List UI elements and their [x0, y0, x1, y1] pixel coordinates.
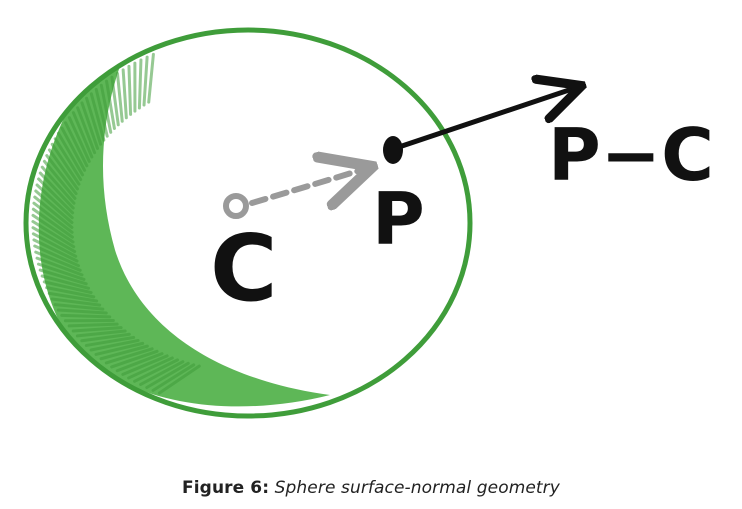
shading-stroke — [56, 308, 108, 315]
shading-stroke — [32, 238, 79, 263]
shading-stroke — [137, 58, 143, 110]
shading-stroke — [35, 256, 84, 277]
sphere-outline — [23, 27, 473, 419]
shading-stroke — [76, 106, 97, 155]
center-to-point-vector — [249, 168, 368, 203]
shading-stroke — [34, 250, 82, 272]
shading-stroke — [71, 326, 123, 333]
shading-stroke — [42, 280, 93, 295]
figure-caption: Figure 6: Sphere surface-normal geometry — [0, 478, 742, 498]
shading-stroke — [110, 349, 159, 369]
shading-stroke — [89, 92, 106, 142]
shading-stroke — [37, 262, 86, 281]
shading-stroke — [127, 64, 133, 116]
caption-label: Figure 6: — [182, 478, 270, 498]
shading-stroke — [60, 313, 112, 319]
shading-stroke — [31, 207, 74, 239]
shading-stroke — [42, 159, 77, 200]
shading-stroke — [105, 79, 116, 131]
caption-text: Sphere surface-normal geometry — [274, 478, 560, 498]
shading-stroke — [50, 142, 81, 186]
shading-stroke — [53, 137, 83, 181]
center-label: C — [210, 215, 278, 322]
shading-stroke — [94, 341, 145, 356]
shading-stroke — [35, 183, 74, 220]
shading-stroke — [142, 55, 149, 107]
shading-stroke — [31, 220, 76, 249]
shading-stroke — [151, 363, 196, 392]
shading-stroke — [85, 96, 103, 146]
shading-stroke — [94, 87, 109, 138]
center-point-marker — [223, 193, 249, 219]
shading-stroke — [104, 347, 154, 365]
sphere-normal-diagram: C P P−C — [23, 27, 714, 419]
shading-stroke — [37, 177, 75, 215]
shading-stroke — [64, 121, 89, 168]
shading-stroke — [145, 361, 190, 390]
shading-stroke — [34, 189, 74, 225]
shading-stroke — [33, 195, 74, 229]
shading-stroke — [71, 111, 94, 159]
shading-stroke — [157, 364, 201, 395]
shading-stroke — [31, 213, 75, 244]
shading-stroke — [38, 268, 88, 286]
surface-point-marker — [383, 136, 403, 164]
shading-stroke — [121, 68, 128, 120]
shading-stroke — [80, 101, 100, 150]
shading-stroke — [67, 116, 91, 163]
shading-stroke — [40, 274, 91, 290]
shading-stroke — [47, 148, 79, 191]
normal-vector — [393, 87, 578, 151]
surface-point-label: P — [372, 177, 425, 261]
shading-stroke — [121, 354, 169, 376]
shading-stroke — [31, 232, 78, 258]
shading-stroke — [33, 244, 81, 268]
shading-stroke — [115, 71, 124, 123]
shading-stroke — [45, 154, 78, 196]
shading-stroke — [110, 75, 120, 127]
shading-stroke — [75, 329, 127, 338]
shading-stroke — [40, 165, 76, 205]
normal-label: P−C — [548, 113, 714, 197]
shading-stroke — [139, 360, 185, 386]
shading-stroke — [32, 201, 74, 234]
shading-stroke — [115, 352, 164, 373]
shading-stroke — [99, 344, 149, 361]
shading-stroke — [38, 171, 75, 210]
shading-stroke — [31, 226, 77, 254]
shading-stroke — [60, 126, 87, 172]
shading-stroke — [99, 83, 113, 134]
shading-stroke — [147, 52, 155, 104]
shading-stroke — [47, 291, 99, 303]
shading-stroke — [133, 358, 180, 383]
shading-stroke — [53, 303, 105, 311]
shading-stroke — [50, 297, 102, 307]
shading-stroke — [127, 356, 174, 380]
shading-stroke — [56, 131, 85, 177]
sphere-shading — [31, 40, 330, 407]
shading-stroke — [80, 332, 131, 343]
shading-stroke — [45, 286, 96, 299]
shading-stroke — [67, 322, 119, 328]
shading-stroke — [89, 338, 140, 352]
shading-stroke — [84, 335, 136, 347]
